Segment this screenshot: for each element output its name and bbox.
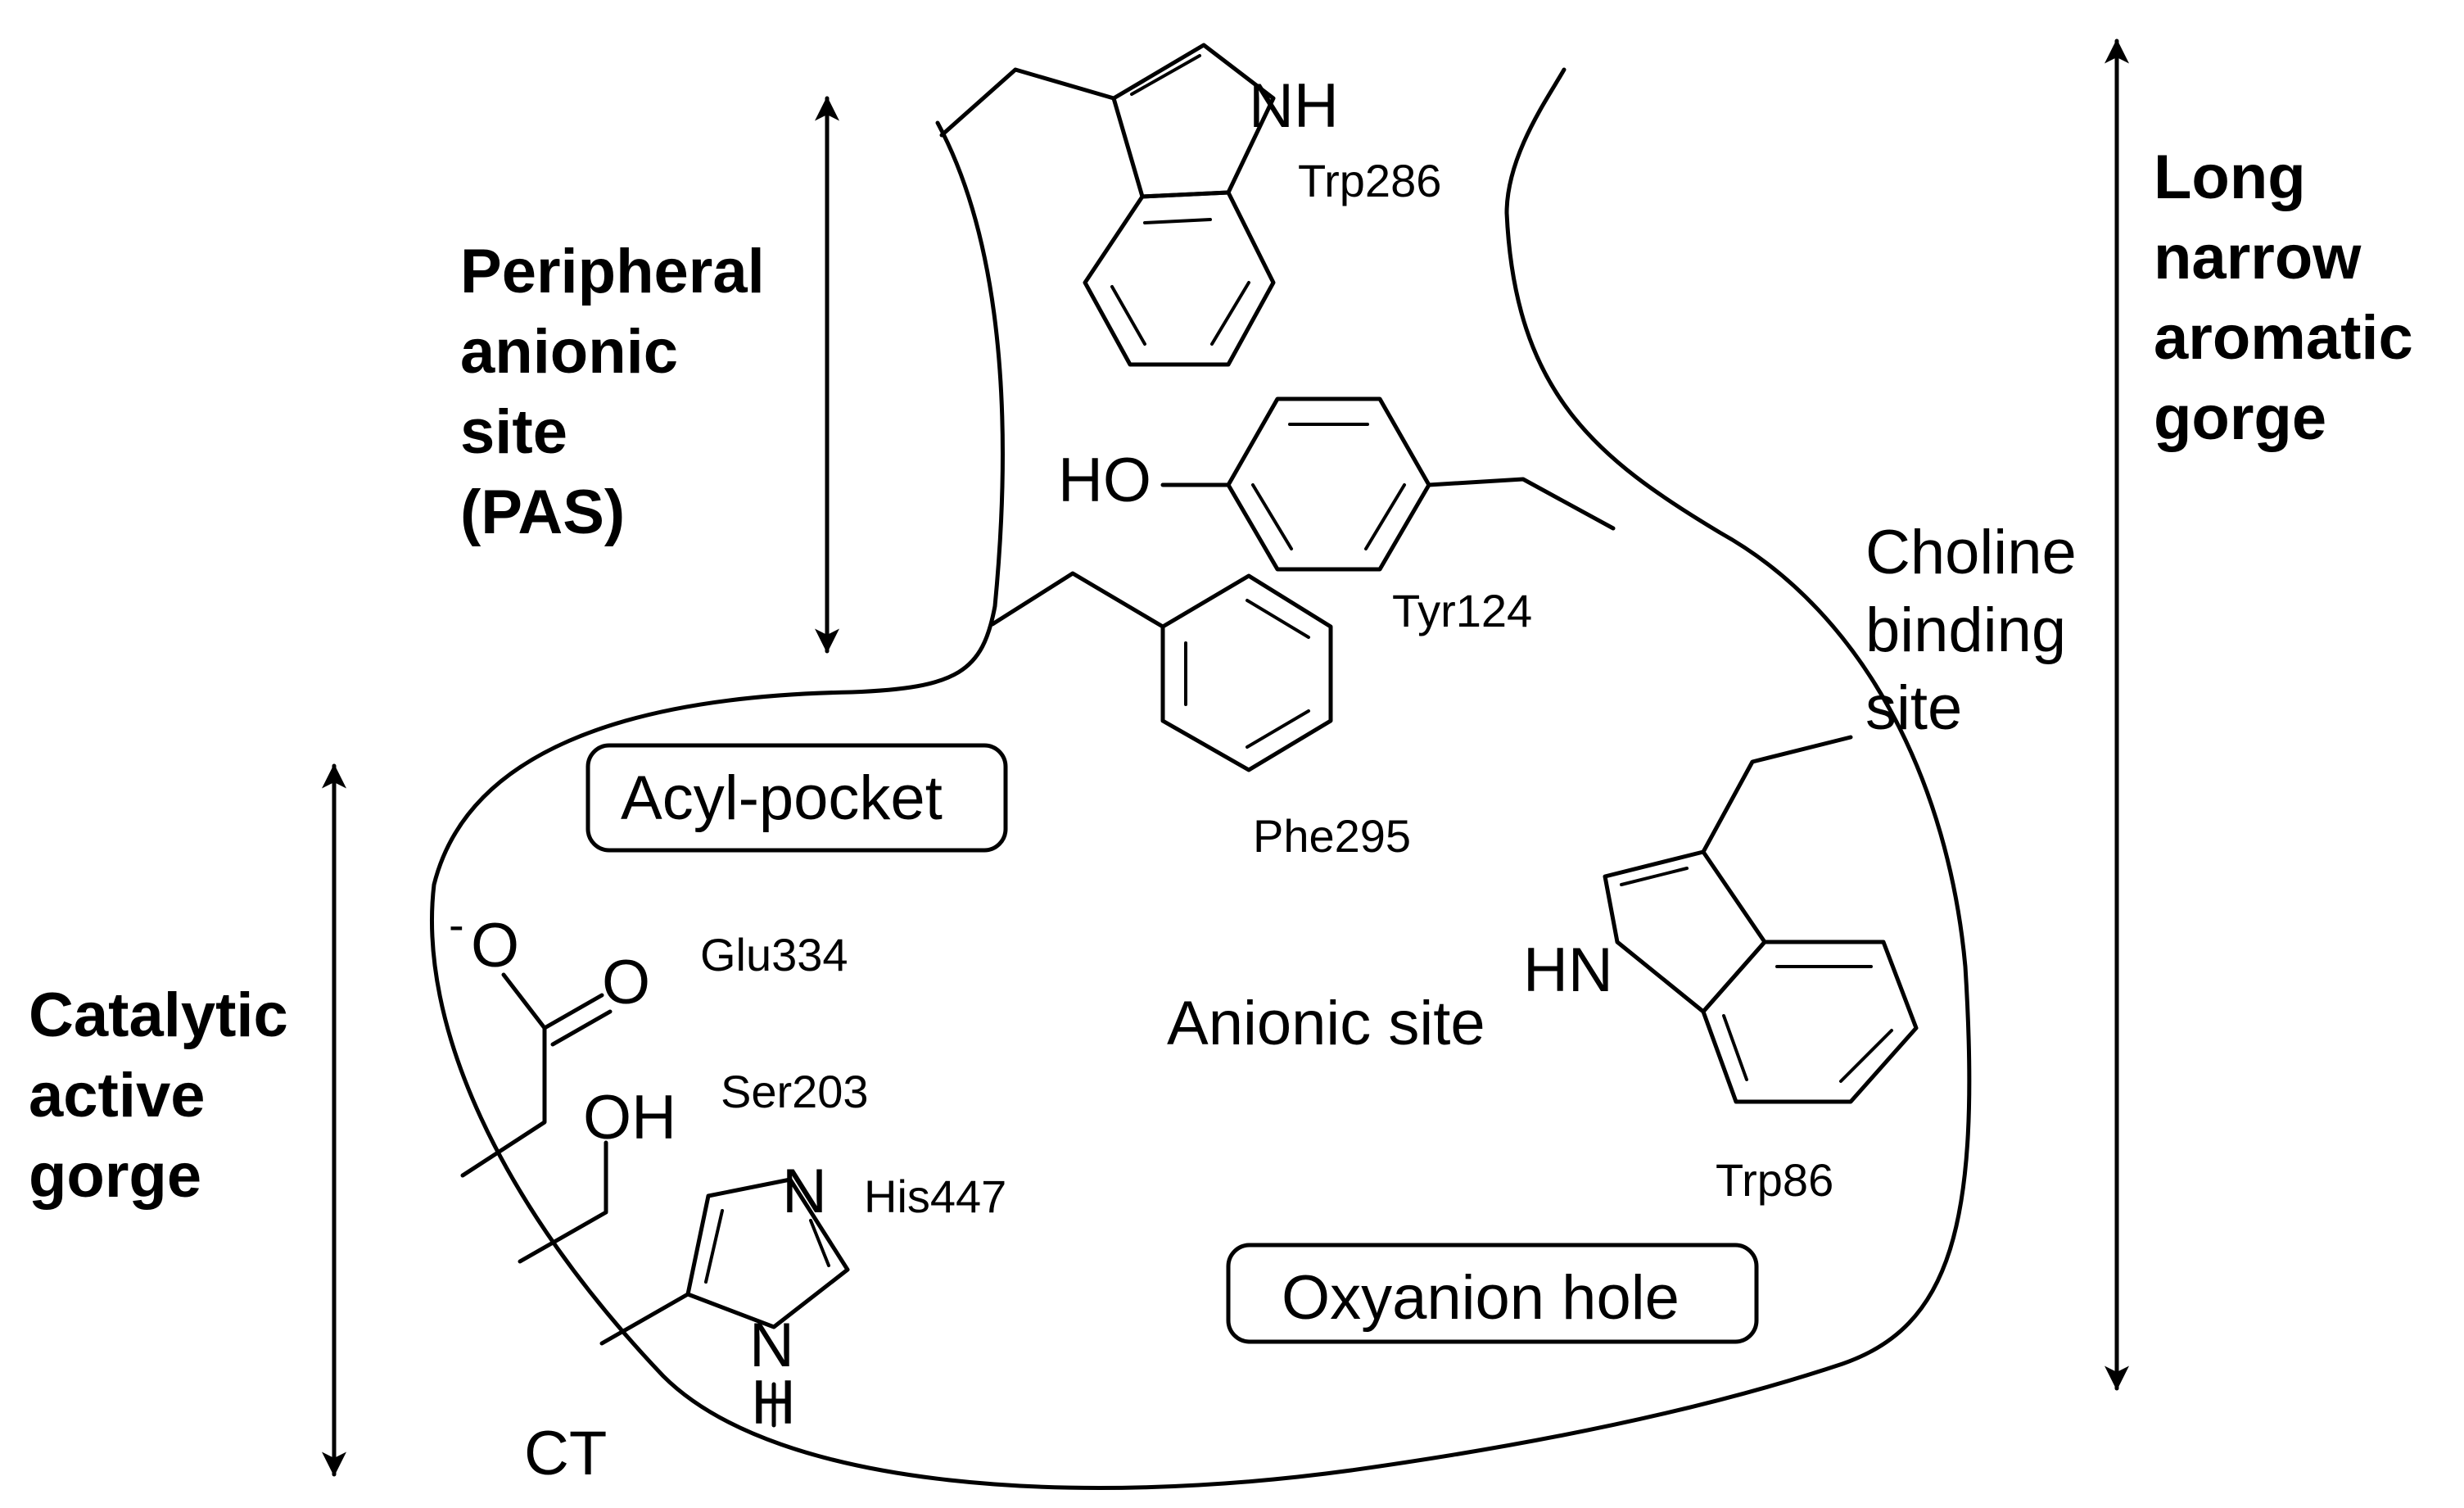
choline-label: Choline binding site [1865, 518, 2094, 743]
ser203-label: Ser203 [721, 1066, 869, 1117]
anionic-site-label: Anionic site [1167, 989, 1485, 1058]
ct-label: CT [524, 1419, 607, 1488]
his447-structure [599, 1177, 850, 1428]
glu334-label: Glu334 [700, 929, 848, 980]
trp286-label: Trp286 [1298, 155, 1441, 206]
phe295-structure [990, 571, 1333, 772]
o-minus-atom: O [471, 911, 519, 980]
oxyanion-hole-box [1226, 1243, 1759, 1344]
gorge-outline-left [430, 67, 1972, 1490]
phe295-label: Phe295 [1253, 810, 1411, 862]
trp86-label: Trp86 [1716, 1154, 1833, 1206]
oh-atom: OH [583, 1083, 676, 1153]
trp86-structure [1603, 735, 1919, 1104]
trp286-structure [939, 43, 1276, 367]
tyr124-structure [1160, 396, 1616, 572]
oxyanion-hole-label: Oxyanion hole [1282, 1263, 1680, 1333]
pas-label: Peripheral anionic site (PAS) [460, 237, 782, 547]
o-double-atom: O [602, 948, 650, 1017]
o-minus-charge: - [449, 899, 464, 950]
ho-atom: HO [1058, 446, 1151, 515]
tyr124-label: Tyr124 [1392, 585, 1532, 636]
glu334-structure [460, 972, 613, 1178]
his447-label: His447 [864, 1171, 1006, 1222]
nh-atom: NH [1249, 71, 1339, 141]
catalytic-label: Catalytic active gorge [29, 980, 305, 1211]
his-h-atom: H [751, 1368, 796, 1438]
ser203-structure [518, 1140, 608, 1264]
acyl-pocket-box [585, 743, 1008, 853]
his-n-top-atom: N [782, 1157, 827, 1226]
acyl-pocket-label: Acyl-pocket [621, 763, 943, 833]
his-n-bottom-atom: N [749, 1311, 794, 1380]
hn-atom: HN [1523, 935, 1613, 1005]
long-gorge-label: Long narrow aromatic gorge [2154, 143, 2430, 453]
